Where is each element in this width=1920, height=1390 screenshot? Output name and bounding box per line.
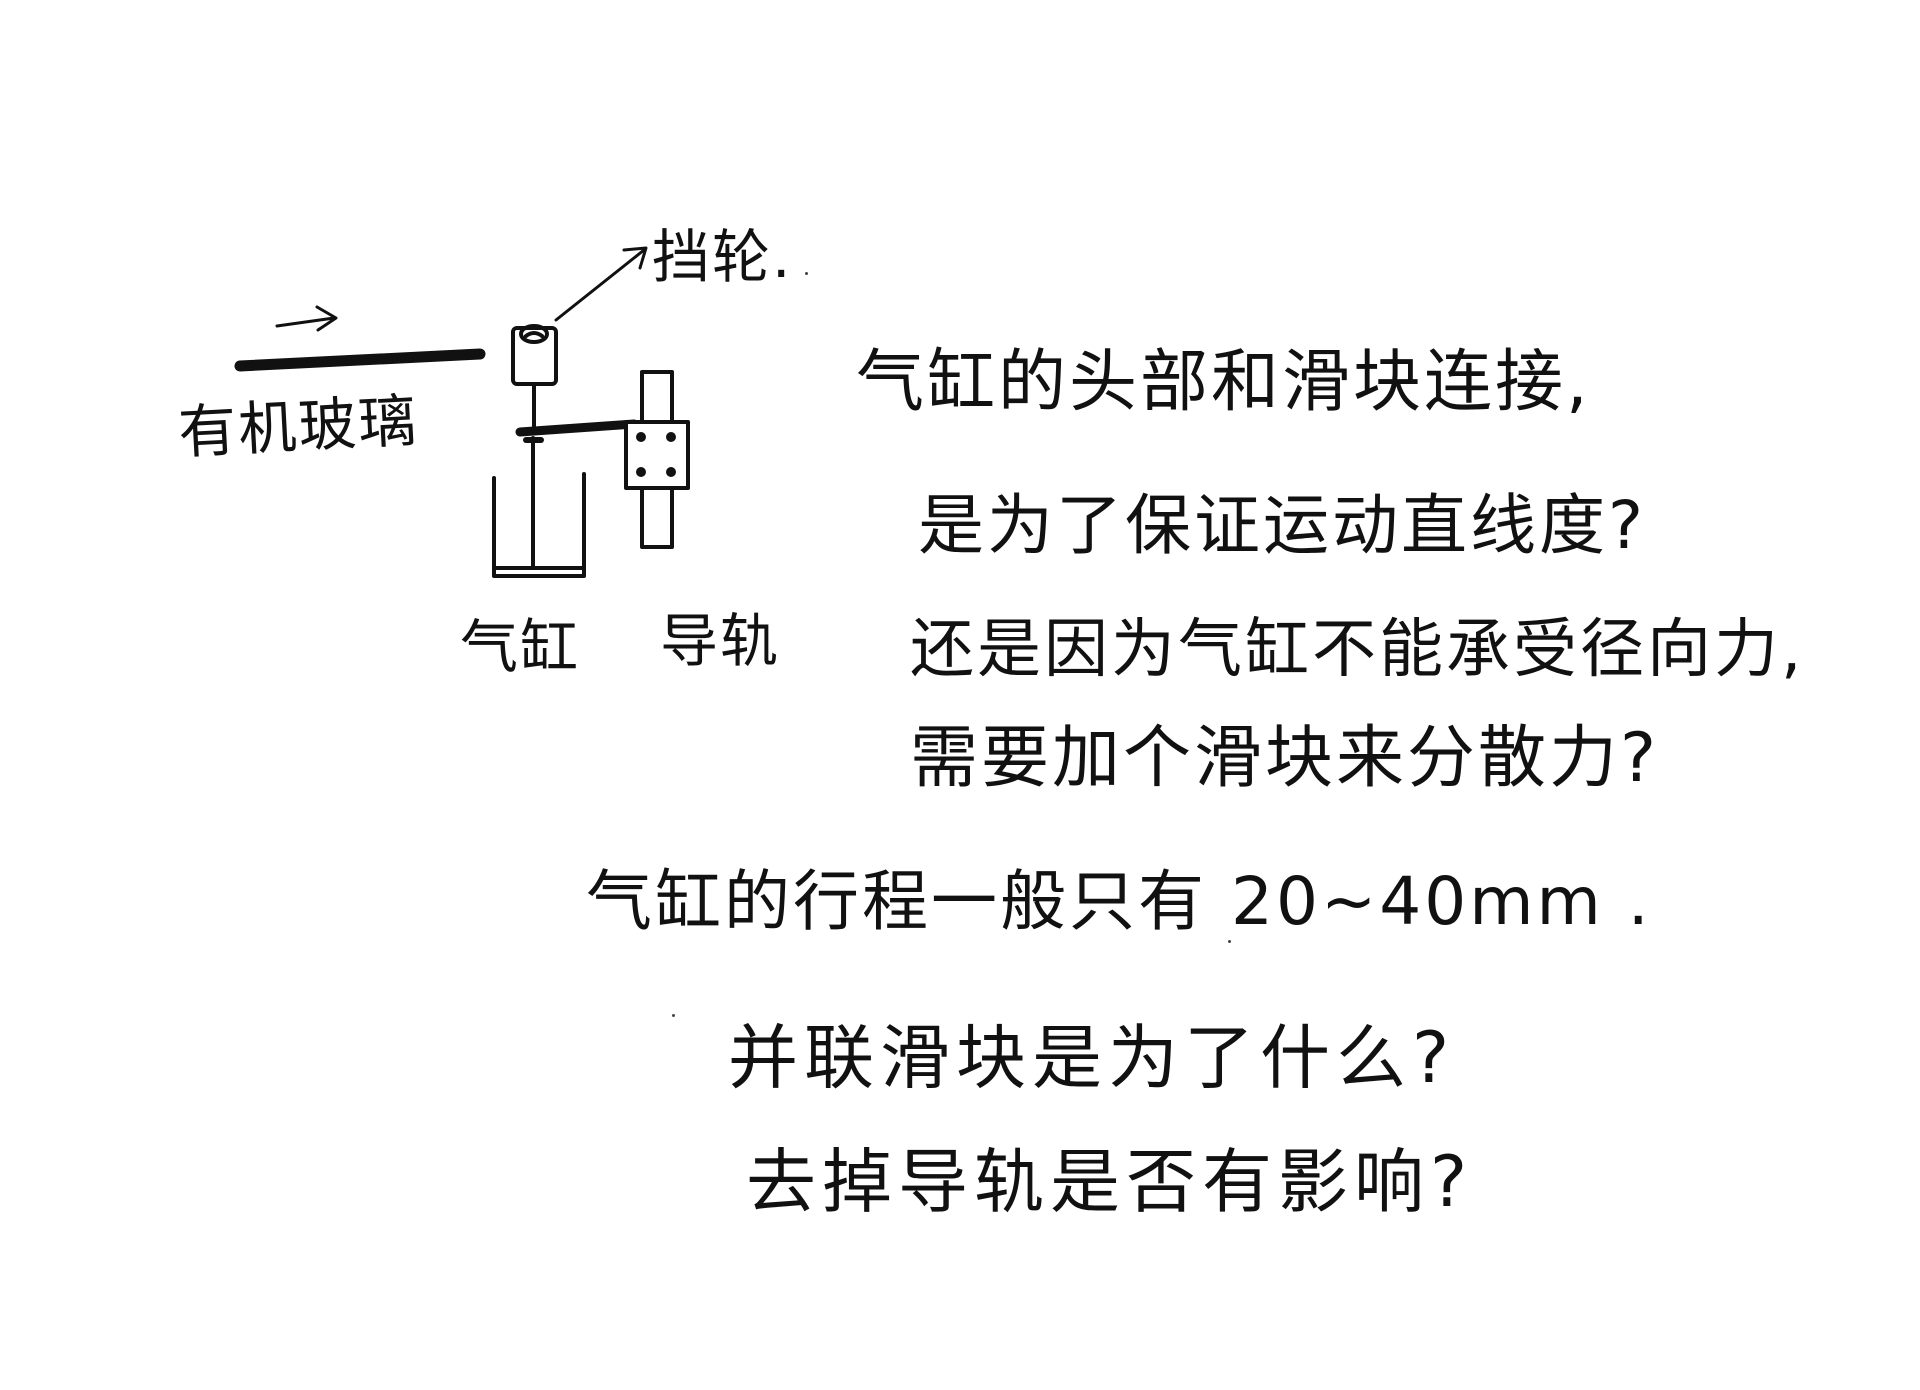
pointer-arrow-icon (554, 246, 648, 322)
note-line-6: 并联滑块是为了什么? (728, 1017, 1456, 1099)
glass-bar (234, 348, 486, 372)
stopper-wheel-icon (511, 324, 558, 386)
note-line-3: 还是因为气缸不能承受径向力, (910, 613, 1805, 687)
note-line-7: 去掉导轨是否有影响? (746, 1141, 1474, 1223)
ink-speck (1228, 940, 1231, 943)
cylinder-label: 气缸 (460, 613, 581, 681)
guide-rail-label: 导轨 (660, 607, 781, 675)
note-line-4: 需要加个滑块来分散力? (910, 719, 1660, 798)
ink-speck (805, 272, 808, 275)
glass-label: 有机玻璃 (176, 386, 420, 467)
stopper-label: 挡轮. (652, 223, 793, 291)
direction-arrow-icon (275, 305, 338, 332)
note-line-1: 气缸的头部和滑块连接, (856, 343, 1591, 422)
slider-block (624, 420, 690, 490)
note-line-2: 是为了保证运动直线度? (918, 487, 1647, 564)
cylinder-body (492, 436, 586, 578)
ink-speck (672, 1014, 675, 1017)
note-line-5: 气缸的行程一般只有 20~40mm . (586, 863, 1652, 940)
